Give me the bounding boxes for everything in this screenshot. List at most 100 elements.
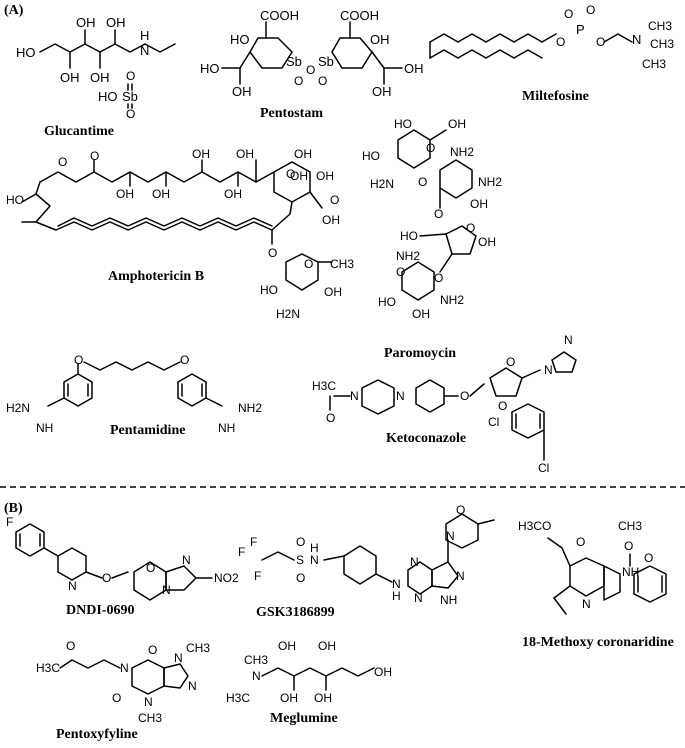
svg-text:HO: HO <box>200 61 220 76</box>
svg-text:N: N <box>68 579 77 593</box>
svg-text:OH: OH <box>404 61 424 76</box>
svg-text:OH: OH <box>192 147 210 161</box>
svg-text:O: O <box>294 74 303 88</box>
svg-text:O: O <box>596 35 605 49</box>
svg-text:O: O <box>66 639 75 653</box>
svg-text:OH: OH <box>470 197 488 211</box>
svg-text:O: O <box>268 246 277 260</box>
svg-text:N: N <box>564 333 573 347</box>
svg-text:OH: OH <box>370 32 390 47</box>
svg-text:O: O <box>306 63 315 77</box>
label-pentoxyfyline: Pentoxyfyline <box>56 727 138 742</box>
svg-text:NH2: NH2 <box>450 145 474 159</box>
svg-text:N: N <box>446 529 455 543</box>
structure-miltefosine: O P O O O N CH3 CH3 CH3 Miltefosine <box>429 3 674 104</box>
svg-text:O: O <box>90 149 99 163</box>
svg-text:OH: OH <box>290 169 308 183</box>
svg-text:CH3: CH3 <box>330 257 354 271</box>
svg-text:COOH: COOH <box>340 8 379 23</box>
svg-text:O: O <box>286 167 295 181</box>
svg-text:H3C: H3C <box>312 379 336 393</box>
svg-text:CH3: CH3 <box>186 641 210 655</box>
svg-text:O: O <box>426 141 435 155</box>
svg-text:OH: OH <box>224 187 242 201</box>
svg-text:O: O <box>146 561 155 575</box>
svg-text:NH: NH <box>440 593 457 607</box>
svg-text:O: O <box>304 257 313 271</box>
svg-text:HO: HO <box>6 193 24 207</box>
svg-text:H2N: H2N <box>6 401 30 415</box>
label-glucantime: Glucantime <box>44 124 114 139</box>
svg-text:H: H <box>310 541 319 555</box>
svg-text:OH: OH <box>448 117 466 131</box>
svg-text:N: N <box>182 553 191 567</box>
panel-a-label: (A) <box>4 3 24 18</box>
svg-text:O: O <box>126 107 135 121</box>
label-gsk3186899: GSK3186899 <box>256 605 335 620</box>
svg-text:HO: HO <box>394 117 412 131</box>
svg-text:O: O <box>466 221 475 235</box>
svg-text:P: P <box>576 22 585 37</box>
svg-text:OH: OH <box>322 213 340 227</box>
svg-text:H: H <box>392 589 401 603</box>
svg-text:NH: NH <box>36 421 53 435</box>
svg-text:NH: NH <box>622 565 639 579</box>
svg-text:OH: OH <box>314 691 332 705</box>
svg-text:H3CO: H3CO <box>518 519 551 533</box>
svg-text:F: F <box>254 569 261 583</box>
svg-text:O: O <box>58 155 67 169</box>
svg-text:HO: HO <box>230 32 250 47</box>
svg-text:O: O <box>418 175 427 189</box>
svg-text:O: O <box>326 411 335 425</box>
structure-pentoxyfyline: O H3C N O O N CH3 N CH3 N Pentoxyfyline <box>36 639 210 742</box>
svg-text:N: N <box>632 32 641 47</box>
svg-text:OH: OH <box>324 285 342 299</box>
svg-text:NH2: NH2 <box>478 175 502 189</box>
svg-text:NH2: NH2 <box>440 293 464 307</box>
svg-text:O: O <box>148 643 157 657</box>
svg-text:F: F <box>250 535 257 549</box>
svg-text:Cl: Cl <box>538 461 549 475</box>
structure-gsk3186899: F F F S O O H N N H N N N NH N O GSK3186… <box>238 503 495 620</box>
svg-text:N: N <box>456 569 465 583</box>
svg-text:N: N <box>396 389 405 403</box>
label-pentamidine: Pentamidine <box>110 423 185 438</box>
svg-text:O: O <box>644 551 653 565</box>
svg-text:NH: NH <box>218 421 235 435</box>
svg-text:N: N <box>350 389 359 403</box>
svg-text:H3C: H3C <box>226 691 250 705</box>
svg-text:O: O <box>506 355 515 369</box>
label-18-methoxy-coronaridine: 18-Methoxy coronaridine <box>522 635 674 650</box>
label-ketoconazole: Ketoconazole <box>386 431 466 446</box>
svg-text:F: F <box>6 515 13 529</box>
svg-text:O: O <box>564 7 573 21</box>
svg-text:HO: HO <box>400 229 418 243</box>
svg-text:H2N: H2N <box>276 307 300 321</box>
svg-text:N: N <box>140 43 149 58</box>
svg-text:HO: HO <box>16 45 36 60</box>
svg-text:CH3: CH3 <box>244 653 268 667</box>
svg-text:OH: OH <box>232 84 252 99</box>
svg-text:O: O <box>576 535 585 549</box>
svg-text:OH: OH <box>372 84 392 99</box>
svg-text:OH: OH <box>116 187 134 201</box>
structure-paromomycin: O OH HO HO H2N O NH2 NH2 OH O O OH HO O … <box>362 117 502 361</box>
svg-text:O: O <box>74 353 83 367</box>
svg-text:O: O <box>296 535 305 549</box>
label-meglumine: Meglumine <box>270 711 338 726</box>
svg-text:N: N <box>174 651 183 665</box>
svg-text:H3C: H3C <box>36 661 60 675</box>
svg-text:OH: OH <box>106 15 126 30</box>
structure-glucantime: HO OH OH OH OH H N HO Sb O O Glucantime <box>16 15 176 139</box>
svg-text:CH3: CH3 <box>618 519 642 533</box>
svg-text:N: N <box>120 661 129 675</box>
svg-text:O: O <box>434 207 443 221</box>
svg-text:N: N <box>582 597 591 611</box>
svg-text:OH: OH <box>318 639 336 653</box>
structure-amphotericin-b: O O OH OH OH OH OH OH O OH O OH OH HO O … <box>6 147 354 321</box>
svg-text:OH: OH <box>280 691 298 705</box>
structure-pentostam: COOH HO HO OH Sb O Sb O O COOH OH OH OH … <box>200 8 424 121</box>
svg-text:O: O <box>180 353 189 367</box>
svg-text:OH: OH <box>374 665 392 679</box>
